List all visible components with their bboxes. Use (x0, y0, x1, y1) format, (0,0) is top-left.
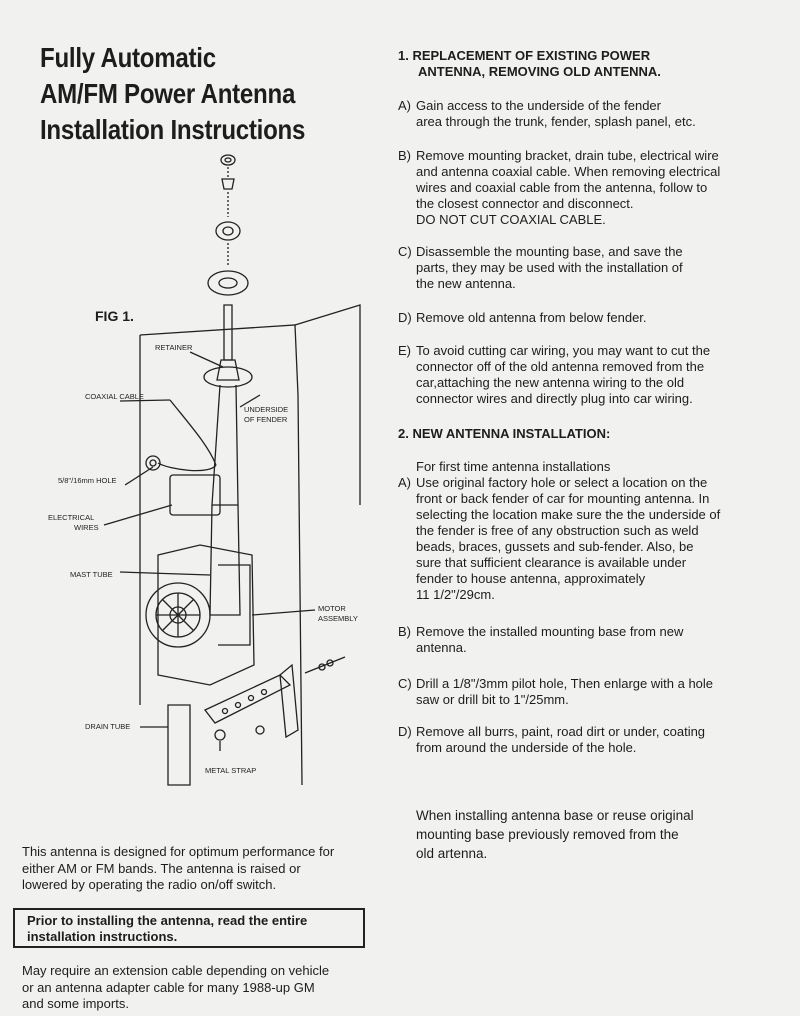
step-2d: D) Remove all burrs, paint, road dirt or… (398, 724, 768, 756)
step-letter: B) (398, 624, 411, 639)
step-line: Remove all burrs, paint, road dirt or un… (416, 724, 706, 739)
title-line: AM/FM Power Antenna (40, 78, 296, 109)
callout-retainer: RETAINER (155, 343, 193, 352)
callout-underside-line1: UNDERSIDE (244, 405, 288, 414)
step-1a: A) Gain access to the underside of the f… (398, 98, 768, 130)
heading-line: 1. REPLACEMENT OF EXISTING POWER (398, 48, 651, 63)
closing-line: mounting base previously removed from th… (416, 827, 679, 842)
callout-wires-line2: WIRES (74, 523, 99, 532)
callout-metal-strap: METAL STRAP (205, 766, 256, 775)
title-line: Fully Automatic (40, 42, 216, 73)
motor-assembly (157, 544, 255, 686)
step-line: wires and coaxial cable from the antenna… (416, 180, 708, 195)
step-letter: E) (398, 343, 411, 358)
step-line: Remove old antenna from below fender. (416, 310, 647, 325)
step-letter: D) (398, 310, 412, 325)
callout-underside-line2: OF FENDER (244, 415, 288, 424)
step-line: selecting the location make sure the the… (416, 507, 721, 522)
step-2b: B) Remove the installed mounting base fr… (398, 624, 768, 656)
section2-intro: For first time antenna installations (416, 459, 611, 474)
notice-line: installation instructions. (27, 929, 178, 944)
step-line: the new antenna. (416, 276, 516, 291)
step-line: Gain access to the underside of the fend… (416, 98, 661, 113)
step-1d: D) Remove old antenna from below fender. (398, 310, 768, 326)
step-letter: C) (398, 244, 412, 259)
step-line: Use original factory hole or select a lo… (416, 475, 708, 490)
motor-reel (145, 582, 211, 648)
step-line: beads, braces, gussets and sub-fender. A… (416, 539, 694, 554)
step-1b: B) Remove mounting bracket, drain tube, … (398, 148, 768, 228)
callout-wires-line1: ELECTRICAL (48, 513, 94, 522)
closing-paragraph: When installing antenna base or reuse or… (416, 806, 694, 863)
notice-line: Prior to installing the antenna, read th… (27, 913, 308, 928)
intro-line: This antenna is designed for optimum per… (22, 844, 335, 859)
step-2a: A) Use original factory hole or select a… (398, 475, 768, 603)
drain-tube (167, 704, 191, 786)
closing-line: When installing antenna base or reuse or… (416, 808, 694, 823)
step-1e: E) To avoid cutting car wiring, you may … (398, 343, 768, 407)
footer-line: May require an extension cable depending… (22, 963, 330, 978)
step-letter: C) (398, 676, 412, 691)
footer-paragraph: May require an extension cable depending… (22, 963, 372, 1013)
section2-heading: 2. NEW ANTENNA INSTALLATION: (398, 426, 611, 441)
metal-strap (203, 674, 292, 724)
step-letter: D) (398, 724, 412, 739)
bezel-part (215, 221, 241, 241)
washer-part (221, 178, 235, 190)
callout-coaxial-cable: COAXIAL CABLE (85, 392, 144, 401)
mast-tip (223, 304, 233, 361)
closing-line: old artenna. (416, 846, 488, 861)
step-line: car,attaching the new antenna wiring to … (416, 375, 685, 390)
step-line: 11 1/2"/29cm. (416, 587, 495, 602)
step-letter: A) (398, 98, 411, 113)
step-line: and antenna coaxial cable. When removing… (416, 164, 721, 179)
step-line: antenna. (416, 640, 467, 655)
step-2c: C) Drill a 1/8"/3mm pilot hole, Then enl… (398, 676, 768, 708)
callout-mast-tube: MAST TUBE (70, 570, 113, 579)
callout-drain-tube: DRAIN TUBE (85, 722, 130, 731)
notice-box: Prior to installing the antenna, read th… (13, 908, 365, 948)
intro-line: lowered by operating the radio on/off sw… (22, 877, 277, 892)
intro-line: either AM or FM bands. The antenna is ra… (22, 860, 301, 876)
step-1c: C) Disassemble the mounting base, and sa… (398, 244, 768, 292)
step-line: the closest connector and disconnect. (416, 196, 634, 211)
heading-line: ANTENNA, REMOVING OLD ANTENNA. (418, 64, 661, 79)
footer-line: and some imports. (22, 996, 129, 1011)
footer-line: or an antenna adapter cable for many 198… (22, 979, 315, 995)
step-line: saw or drill bit to 1"/25mm. (416, 692, 569, 707)
step-line: fender to house antenna, approximately (416, 571, 646, 586)
intro-paragraph: This antenna is designed for optimum per… (22, 844, 372, 894)
step-letter: B) (398, 148, 411, 163)
retainer-ring (203, 366, 253, 388)
step-line: Remove the installed mounting base from … (416, 624, 684, 639)
title-line: Installation Instructions (40, 114, 306, 145)
document-title: Fully Automatic AM/FM Power Antenna Inst… (40, 40, 332, 148)
step-line: Drill a 1/8"/3mm pilot hole, Then enlarg… (416, 676, 714, 691)
step-line: from around the underside of the hole. (416, 740, 637, 755)
step-letter: A) (398, 475, 411, 490)
section1-heading: 1. REPLACEMENT OF EXISTING POWER ANTENNA… (398, 48, 661, 80)
callout-motor-line2: ASSEMBLY (318, 614, 358, 623)
step-line: connector wires and directly plug into c… (416, 391, 693, 406)
step-line: To avoid cutting car wiring, you may wan… (416, 343, 711, 358)
step-line: the fender is free of any obstruction su… (416, 523, 699, 538)
step-line: Disassemble the mounting base, and save … (416, 244, 683, 259)
step-line: DO NOT CUT COAXIAL CABLE. (416, 212, 606, 227)
antenna-diagram: RETAINER COAXIAL CABLE UNDERSIDE OF FEND… (48, 154, 361, 786)
callout-motor-line1: MOTOR (318, 604, 346, 613)
step-line: area through the trunk, fender, splash p… (416, 114, 696, 129)
seal-part (207, 270, 249, 296)
figure-label: FIG 1. (95, 308, 134, 324)
step-line: sure that sufficient clearance is availa… (416, 555, 687, 570)
callout-hole: 5/8"/16mm HOLE (58, 476, 117, 485)
motor-housing (169, 474, 221, 516)
nut-part (220, 154, 236, 166)
step-line: connector off of the old antenna removed… (416, 359, 705, 374)
step-line: parts, they may be used with the install… (416, 260, 683, 275)
step-line: Remove mounting bracket, drain tube, ele… (416, 148, 719, 163)
step-line: front or back fender of car for mounting… (416, 491, 710, 506)
